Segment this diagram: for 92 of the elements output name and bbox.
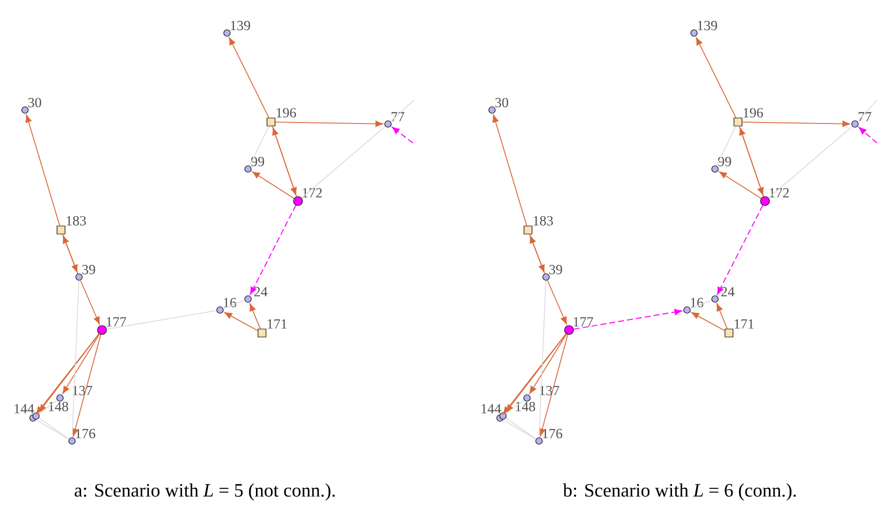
arrow <box>25 114 60 226</box>
connector-line <box>856 100 878 122</box>
node-label: 148 <box>516 402 536 412</box>
graph-vertex: 176 <box>535 428 562 445</box>
caption: b: Scenario with L = 6 (conn.). <box>562 483 796 501</box>
graph-vertex: 77 <box>851 112 872 128</box>
arrow <box>250 204 296 295</box>
arrow <box>492 114 528 226</box>
connector-line <box>690 300 712 310</box>
arrow <box>719 171 762 199</box>
arrow <box>696 37 736 118</box>
graph-vertex: 24 <box>244 287 268 303</box>
connector-line <box>538 280 546 438</box>
graph-vertex: 177 <box>564 317 594 335</box>
node-label: 172 <box>302 188 322 198</box>
node-label: 144 <box>14 404 34 414</box>
node-label: 16 <box>224 298 236 308</box>
node-label: 99 <box>251 156 264 166</box>
node-label: 30 <box>28 98 42 108</box>
arrow <box>691 312 726 332</box>
graph-vertex: 30 <box>488 98 508 114</box>
arrow <box>62 334 100 394</box>
node-label: 24 <box>254 287 268 296</box>
connector-line <box>249 126 270 166</box>
node-label: 24 <box>721 287 734 296</box>
arrow <box>252 171 294 199</box>
graph-vertex: 196 <box>734 108 763 126</box>
node-label: 99 <box>718 156 732 166</box>
node-label: 183 <box>66 216 86 226</box>
node-label: 144 <box>482 404 502 414</box>
connector-line <box>505 400 525 414</box>
node-label: 39 <box>82 264 96 274</box>
arrow <box>392 126 414 144</box>
arrow <box>742 120 850 127</box>
arrow <box>717 204 764 295</box>
node-label: 183 <box>534 216 553 226</box>
graph-vertex: 139 <box>223 20 250 37</box>
graph-vertex: 16 <box>216 298 236 314</box>
connector-line <box>768 126 853 198</box>
node-label: 39 <box>549 264 562 274</box>
connector-line <box>106 310 217 330</box>
node-label: 176 <box>76 428 96 438</box>
node-label: 139 <box>698 20 718 30</box>
caption: a: Scenario with L = 5 (not conn.). <box>74 483 335 501</box>
graph-vertex: 183 <box>56 216 86 234</box>
node-label: 177 <box>106 317 126 326</box>
arrow <box>539 334 568 436</box>
node-label: 172 <box>770 188 789 198</box>
arrow <box>80 280 100 324</box>
node-label: 77 <box>858 112 872 122</box>
graph-vertex: 196 <box>266 108 296 126</box>
connector-line <box>390 100 414 122</box>
node-label: 148 <box>48 402 68 412</box>
connector-line <box>72 280 80 438</box>
graph-vertex: 172 <box>293 188 322 206</box>
node-label: 171 <box>268 319 287 328</box>
graph-vertex: 30 <box>21 98 42 114</box>
arrow <box>274 120 384 127</box>
graph-vertex: 183 <box>524 216 553 234</box>
arrow <box>716 303 728 330</box>
node-label: 196 <box>276 108 296 118</box>
node-label: 176 <box>542 428 562 438</box>
connector-line <box>38 400 58 414</box>
arrow <box>224 312 258 332</box>
arrow <box>858 127 878 144</box>
arrow <box>72 334 102 436</box>
graph-vertex: 176 <box>68 428 96 445</box>
graph-vertex: 171 <box>258 319 287 338</box>
node-label: 171 <box>734 319 754 328</box>
graph-vertex: 24 <box>711 287 734 303</box>
arrow <box>228 37 270 118</box>
graph-vertex: 39 <box>542 264 562 281</box>
node-label: 196 <box>744 108 764 118</box>
node-label: 139 <box>230 20 250 30</box>
graph-vertex: 171 <box>724 319 754 338</box>
graph-vertex: 177 <box>97 317 126 335</box>
node-label: 16 <box>690 298 704 308</box>
graph-vertex: 39 <box>75 264 96 281</box>
arrow <box>573 308 682 330</box>
connector-line <box>222 300 246 310</box>
arrow <box>529 334 567 394</box>
graph-vertex: 16 <box>683 298 704 314</box>
graph-vertex: 99 <box>244 156 264 173</box>
connector-line <box>301 126 386 198</box>
connector-line <box>716 126 736 166</box>
arrow <box>250 303 261 330</box>
node-label: 177 <box>574 317 594 326</box>
graph-vertex: 139 <box>690 20 718 37</box>
graph-vertex: 172 <box>760 188 789 206</box>
arrow <box>546 280 567 324</box>
graph-vertex: 99 <box>711 156 732 173</box>
node-label: 30 <box>495 98 508 108</box>
